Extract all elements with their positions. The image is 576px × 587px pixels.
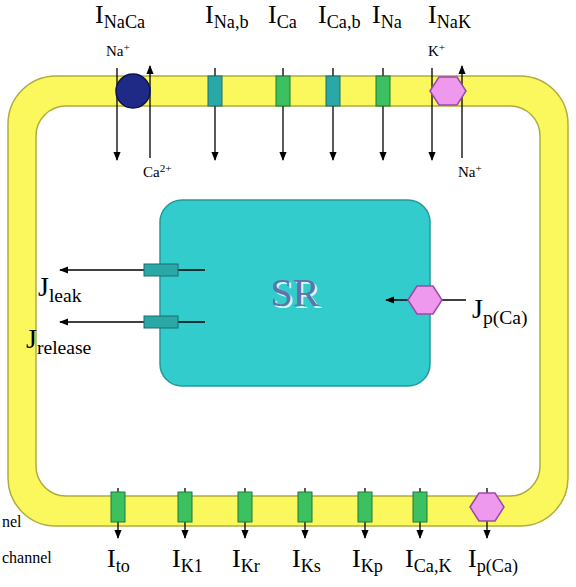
sr-body	[160, 200, 430, 386]
current-label: INaCa	[95, 2, 145, 32]
channel-symbol	[326, 76, 340, 106]
pump-symbol	[408, 286, 442, 314]
flux-arrows	[60, 66, 487, 538]
pump-symbol	[470, 493, 504, 521]
flux-arrow	[149, 66, 150, 158]
channel-symbol	[144, 264, 178, 276]
channel-symbol	[144, 316, 178, 328]
channel-symbol	[238, 492, 252, 522]
cell-membrane	[8, 76, 568, 526]
current-label: Ip(Ca)	[468, 546, 518, 576]
organelle-name: SR	[271, 273, 320, 313]
exchanger-symbol	[116, 74, 150, 108]
flux-label: Jleak	[38, 273, 82, 305]
current-label: ICa	[268, 2, 297, 32]
flux-label: Jp(Ca)	[472, 295, 528, 327]
organelle-box: SR	[160, 200, 430, 386]
ion-label: Na+	[106, 42, 130, 59]
current-label: IKp	[352, 546, 383, 576]
cytoplasm	[36, 106, 540, 496]
current-label: ICa,b	[318, 2, 361, 32]
ion-label: Ca2+	[143, 163, 172, 180]
flux-label: Jrelease	[26, 325, 91, 357]
flux-arrow	[461, 66, 462, 158]
channel-symbol	[208, 76, 222, 106]
legend-fragment: channel	[2, 550, 52, 566]
flux-arrow	[431, 68, 432, 160]
current-label: IKs	[292, 546, 321, 576]
ion-label: K+	[428, 42, 445, 59]
channel-symbol	[298, 492, 312, 522]
channel-symbol	[276, 76, 290, 106]
current-label: IKr	[232, 546, 260, 576]
channel-symbol	[111, 492, 125, 522]
channel-symbol	[358, 492, 372, 522]
channel-symbol	[178, 492, 192, 522]
current-label: IK1	[172, 546, 203, 576]
legend-fragment: nel	[2, 514, 22, 530]
flux-arrow	[60, 321, 205, 322]
channel-symbol	[413, 492, 427, 522]
current-label: Ito	[107, 546, 130, 576]
current-label: ICa,K	[405, 546, 452, 576]
current-label: INaK	[428, 2, 471, 32]
current-label: INa,b	[205, 2, 249, 32]
ion-label: Na+	[458, 163, 482, 180]
channel-symbol	[376, 76, 390, 106]
current-label: INa	[372, 2, 402, 32]
flux-arrow	[116, 68, 117, 160]
flux-arrow	[60, 269, 205, 270]
pump-symbol	[430, 77, 466, 105]
